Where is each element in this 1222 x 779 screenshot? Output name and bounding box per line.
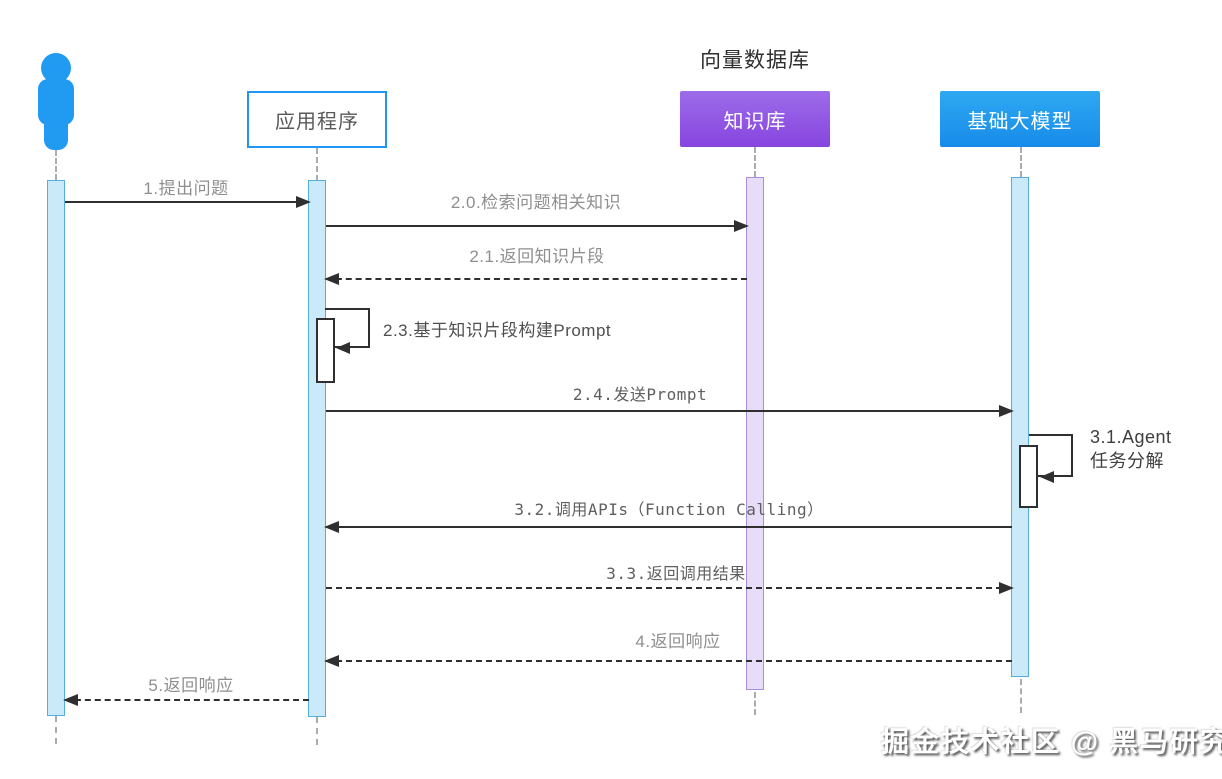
lifeline-user-top bbox=[55, 150, 57, 180]
user-actor-icon bbox=[38, 53, 74, 150]
lifeline-kb-bottom bbox=[754, 692, 756, 715]
vector-db-group-title: 向量数据库 bbox=[700, 49, 810, 72]
message-label-2-3: 2.3.基于知识片段构建Prompt bbox=[383, 321, 612, 340]
arrowhead-right-icon bbox=[734, 220, 749, 232]
watermark-text: 掘金技术社区 @ 黑马研究院 bbox=[881, 726, 1222, 757]
arrowhead-right-icon bbox=[999, 582, 1014, 594]
message-label-3-1: 3.1.Agent 任务分解 bbox=[1090, 425, 1172, 473]
message-label-1: 1.提出问题 bbox=[143, 179, 229, 198]
message-label-3-1-line2: 任务分解 bbox=[1090, 451, 1164, 471]
arrowhead-left-icon bbox=[63, 694, 78, 706]
arrowhead-left-icon bbox=[324, 521, 339, 533]
lifeline-user-bottom bbox=[55, 716, 57, 744]
participant-box-kb: 知识库 bbox=[680, 91, 830, 147]
message-line-4 bbox=[324, 655, 1012, 667]
self-activation-app bbox=[316, 318, 335, 383]
activation-bar-user bbox=[47, 180, 65, 716]
participant-box-app: 应用程序 bbox=[247, 91, 387, 148]
message-line-2-1 bbox=[324, 273, 747, 285]
arrowhead-left-icon bbox=[324, 655, 339, 667]
lifeline-app-bottom bbox=[316, 717, 318, 745]
lifeline-app-top bbox=[316, 148, 318, 181]
lifeline-kb-top bbox=[754, 147, 756, 177]
actor-legs bbox=[44, 113, 68, 150]
message-label-4: 4.返回响应 bbox=[635, 632, 721, 651]
message-line-5 bbox=[63, 694, 309, 706]
activation-bar-model bbox=[1011, 177, 1029, 677]
actor-head bbox=[41, 53, 71, 83]
message-label-2-0: 2.0.检索问题相关知识 bbox=[450, 193, 622, 212]
lifeline-model-bottom bbox=[1020, 679, 1022, 713]
message-label-2-4: 2.4.发送Prompt bbox=[572, 385, 708, 404]
message-label-5: 5.返回响应 bbox=[148, 676, 234, 695]
arrowhead-left-icon bbox=[336, 342, 350, 354]
message-line-2-0 bbox=[326, 220, 749, 232]
activation-bar-kb bbox=[746, 177, 764, 690]
message-label-3-3: 3.3.返回调用结果 bbox=[606, 564, 746, 583]
lifeline-model-top bbox=[1020, 147, 1022, 177]
message-label-3-2: 3.2.调用APIs（Function Calling） bbox=[514, 500, 824, 519]
message-line-3-3 bbox=[326, 582, 1014, 594]
message-label-3-1-line1: 3.1.Agent bbox=[1090, 427, 1172, 447]
message-line-1 bbox=[65, 196, 311, 208]
message-label-2-1: 2.1.返回知识片段 bbox=[469, 247, 605, 266]
arrowhead-left-icon bbox=[1040, 471, 1054, 483]
arrowhead-left-icon bbox=[324, 273, 339, 285]
arrowhead-right-icon bbox=[296, 196, 311, 208]
activation-bar-app bbox=[308, 180, 326, 717]
self-activation-model bbox=[1019, 445, 1038, 508]
message-line-3-2 bbox=[324, 521, 1012, 533]
message-line-2-4 bbox=[326, 405, 1014, 417]
participant-box-model: 基础大模型 bbox=[940, 91, 1100, 147]
arrowhead-right-icon bbox=[999, 405, 1014, 417]
